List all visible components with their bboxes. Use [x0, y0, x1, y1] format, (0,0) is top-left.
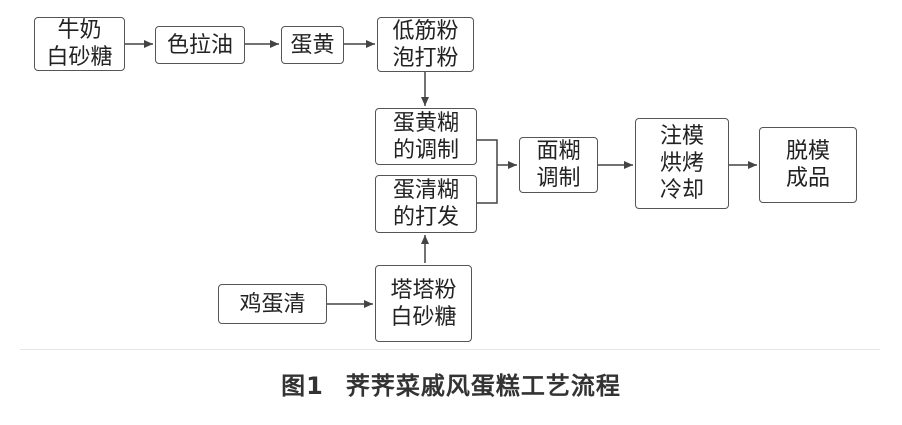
- connector-yolk-batter: [477, 139, 498, 204]
- node-milk-sugar-label: 牛奶 白砂糖: [46, 18, 113, 70]
- caption-divider: [20, 349, 880, 350]
- node-mold-bake-label: 注模 烘烤 冷却: [659, 124, 704, 203]
- node-yolk-label: 蛋黄: [290, 32, 335, 58]
- node-demold-label: 脱模 成品: [785, 139, 830, 191]
- figure-number: 图1: [281, 372, 324, 400]
- figure-title: 荠荠菜戚风蛋糕工艺流程: [345, 372, 621, 400]
- node-tartar-sugar: 塔塔粉 白砂糖: [375, 265, 472, 342]
- node-demold: 脱模 成品: [759, 127, 857, 203]
- node-egg-white-label: 鸡蛋清: [239, 291, 306, 317]
- node-white-batter-label: 蛋清糊 的打发: [392, 178, 459, 230]
- figure-caption: 图1 荠荠菜戚风蛋糕工艺流程: [0, 366, 902, 401]
- node-flour: 低筋粉 泡打粉: [377, 17, 474, 72]
- node-yolk-batter-label: 蛋黄糊 的调制: [392, 110, 459, 163]
- node-tartar-sugar-label: 塔塔粉 白砂糖: [390, 277, 457, 330]
- node-white-batter: 蛋清糊 的打发: [375, 175, 477, 233]
- node-yolk-batter: 蛋黄糊 的调制: [375, 108, 477, 165]
- node-yolk: 蛋黄: [281, 26, 344, 64]
- node-egg-white: 鸡蛋清: [218, 284, 327, 324]
- node-salad-oil-label: 色拉油: [166, 32, 233, 58]
- node-salad-oil: 色拉油: [155, 26, 245, 64]
- node-batter-mix: 面糊 调制: [519, 137, 598, 193]
- node-mold-bake: 注模 烘烤 冷却: [635, 118, 729, 209]
- node-batter-mix-label: 面糊 调制: [536, 139, 581, 191]
- node-flour-label: 低筋粉 泡打粉: [392, 18, 459, 71]
- node-milk-sugar: 牛奶 白砂糖: [34, 17, 125, 71]
